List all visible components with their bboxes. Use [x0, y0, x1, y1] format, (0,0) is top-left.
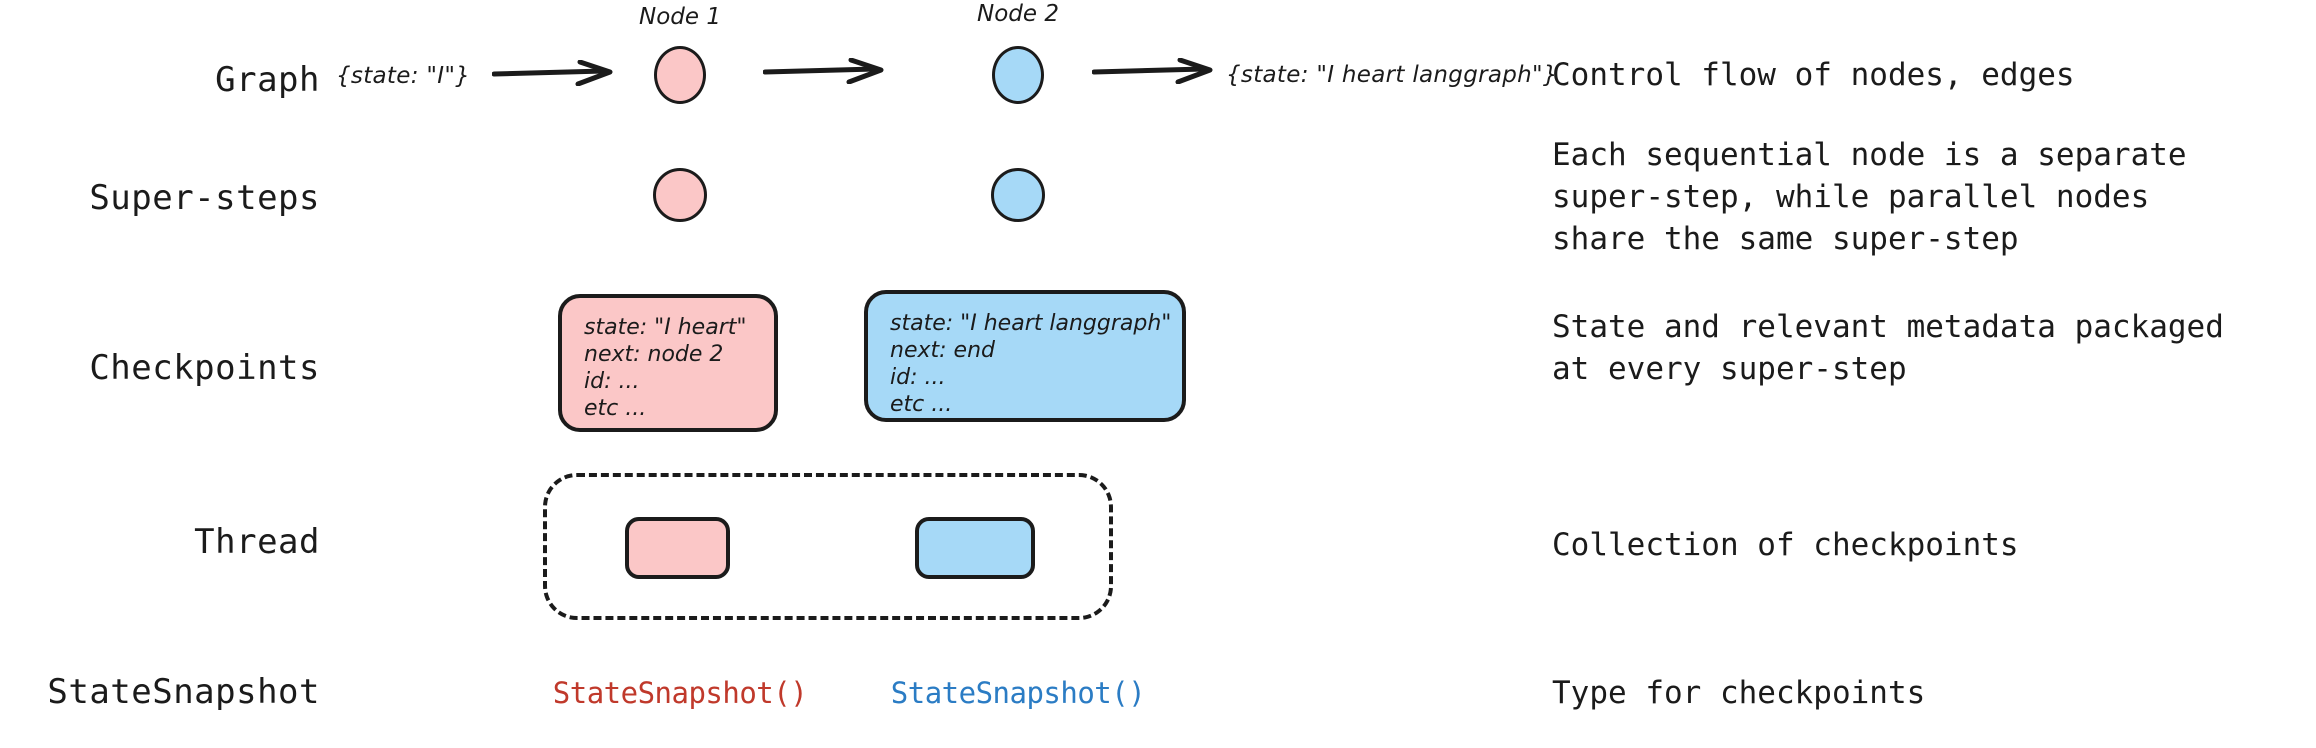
state-snapshot-call-pink: StateSnapshot() [552, 676, 808, 710]
state-snapshot-description: Type for checkpoints [1552, 675, 1926, 711]
graph-description: Control flow of nodes, edges [1552, 57, 2075, 93]
super-step-node1-circle [653, 168, 707, 222]
row-label-super-steps: Super-steps [89, 178, 320, 218]
node2-caption: Node 2 [977, 1, 1059, 27]
row-label-checkpoints: Checkpoints [89, 348, 320, 388]
checkpoint-line: next: end [890, 338, 995, 363]
checkpoint-line: next: node 2 [584, 342, 724, 367]
checkpoint-line: state: "I heart langgraph" [890, 311, 1172, 336]
graph-input-state-label: {state: "I"} [336, 63, 471, 89]
checkpoint-box-node1: state: "I heart" next: node 2 id: ... et… [558, 294, 778, 432]
graph-node2-circle [992, 46, 1044, 104]
checkpoint-line: etc ... [584, 396, 647, 421]
thread-checkpoint-chip-1 [625, 517, 730, 579]
thread-container [543, 473, 1113, 620]
checkpoint-box-node2: state: "I heart langgraph" next: end id:… [864, 290, 1186, 422]
checkpoint-line: id: ... [584, 369, 640, 394]
graph-output-state-label: {state: "I heart langgraph"} [1226, 62, 1558, 88]
edge-arrow-start-to-node1 [492, 60, 618, 86]
row-label-graph: Graph [215, 60, 320, 100]
thread-description: Collection of checkpoints [1552, 527, 2019, 563]
checkpoint-line: state: "I heart" [584, 315, 747, 340]
checkpoints-description: State and relevant metadata packaged at … [1552, 309, 2224, 387]
super-steps-description: Each sequential node is a separate super… [1552, 137, 2187, 257]
graph-node1-circle [654, 46, 706, 104]
thread-checkpoint-chip-2 [915, 517, 1035, 579]
edge-arrow-node1-to-node2 [763, 58, 889, 84]
node1-caption: Node 1 [639, 4, 721, 30]
edge-arrow-node2-to-end [1092, 58, 1218, 84]
checkpoint-line: id: ... [890, 365, 946, 390]
super-step-node2-circle [991, 168, 1045, 222]
row-label-thread: Thread [194, 522, 320, 562]
state-snapshot-call-blue: StateSnapshot() [890, 676, 1146, 710]
row-label-state-snapshot: StateSnapshot [47, 672, 320, 712]
checkpoint-line: etc ... [890, 392, 953, 417]
